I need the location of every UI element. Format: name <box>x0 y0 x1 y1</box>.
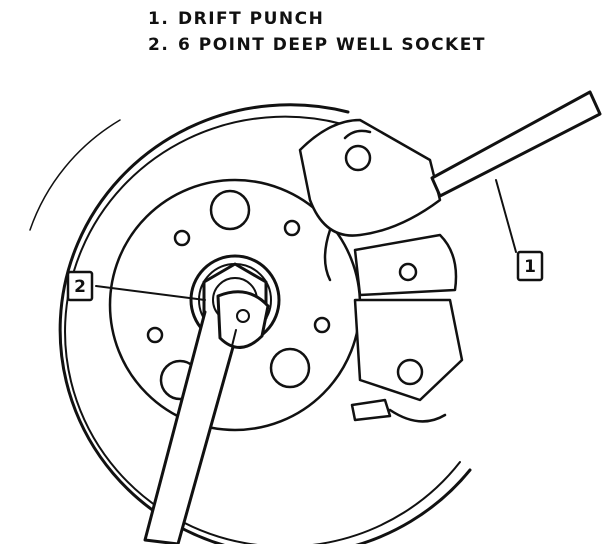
callout-1: 1 <box>516 250 544 282</box>
legend-item-drift-punch: 1. DRIFT PUNCH <box>148 6 486 32</box>
brake-caliper <box>298 118 464 423</box>
callout-2: 2 <box>66 270 94 302</box>
legend-text: 6 POINT DEEP WELL SOCKET <box>178 35 486 55</box>
callout-2-box <box>66 270 94 302</box>
legend-text: DRIFT PUNCH <box>178 9 325 29</box>
hub-holes-small <box>146 219 331 344</box>
legend-item-socket: 2. 6 POINT DEEP WELL SOCKET <box>148 32 486 58</box>
ratchet-handle <box>143 290 270 544</box>
callout-2-label: 2 <box>74 277 86 297</box>
leader-lines <box>95 179 517 301</box>
callout-1-box <box>516 250 544 282</box>
leader-line-2 <box>95 285 206 301</box>
legend-number: 2. <box>148 35 170 55</box>
leader-line-1 <box>495 179 517 253</box>
legend-number: 1. <box>148 9 170 29</box>
rotor-disc <box>29 103 472 544</box>
drift-punch <box>430 90 602 198</box>
parts-legend: 1. DRIFT PUNCH 2. 6 POINT DEEP WELL SOCKET <box>148 6 486 58</box>
callout-1-label: 1 <box>524 257 536 277</box>
